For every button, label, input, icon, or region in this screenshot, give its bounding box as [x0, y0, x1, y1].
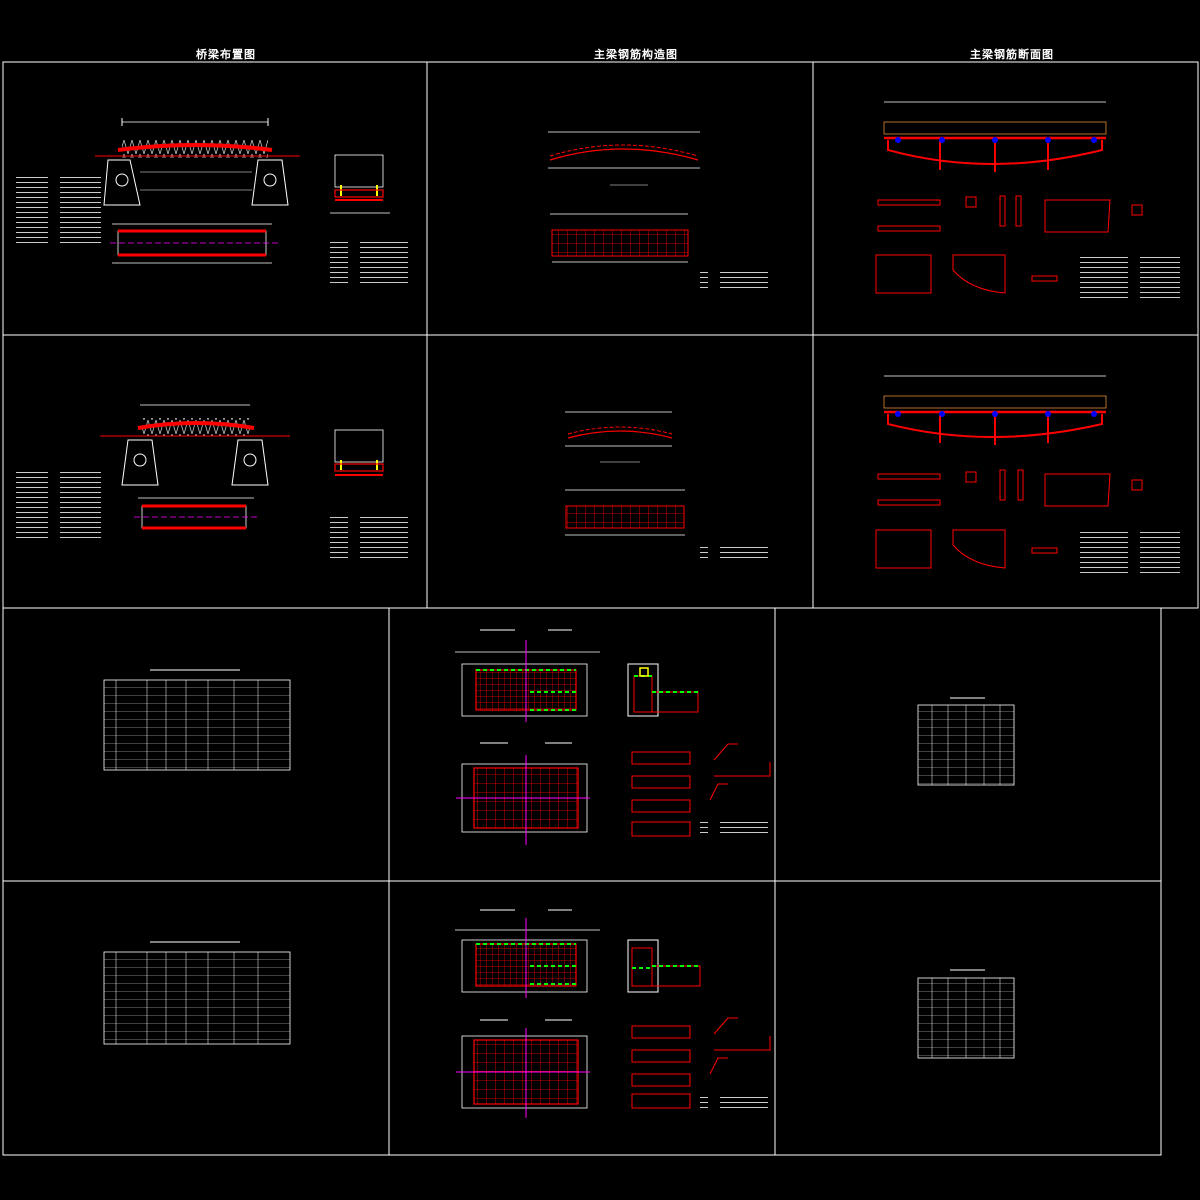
heading-bridge-layout: 桥梁布置图	[196, 48, 256, 61]
bridge-cross-section-1	[330, 154, 415, 285]
beam-section-2	[875, 375, 1180, 575]
quantity-table-2	[917, 969, 1015, 1059]
bridge-plan-1	[110, 223, 278, 264]
beam-rebar-plan-1	[550, 213, 770, 288]
beam-rebar-elevation-2	[565, 411, 673, 463]
bridge-elevation-2	[16, 404, 290, 540]
beam-section-1	[875, 101, 1180, 300]
abutment-rebar-2	[455, 909, 771, 1118]
heading-main-beam-section: 主梁钢筋断面图	[970, 48, 1054, 61]
sheet-frames	[2, 61, 1199, 1156]
rebar-table-2	[103, 941, 291, 1045]
quantity-table-1	[917, 697, 1015, 786]
beam-rebar-plan-2	[565, 489, 770, 561]
bridge-elevation-1	[16, 118, 300, 245]
abutment-rebar-1	[455, 629, 771, 845]
rebar-table-1	[103, 669, 291, 771]
bridge-cross-section-2	[330, 429, 415, 560]
beam-rebar-elevation-1	[548, 131, 700, 186]
heading-main-beam-rebar: 主梁钢筋构造图	[594, 48, 678, 61]
